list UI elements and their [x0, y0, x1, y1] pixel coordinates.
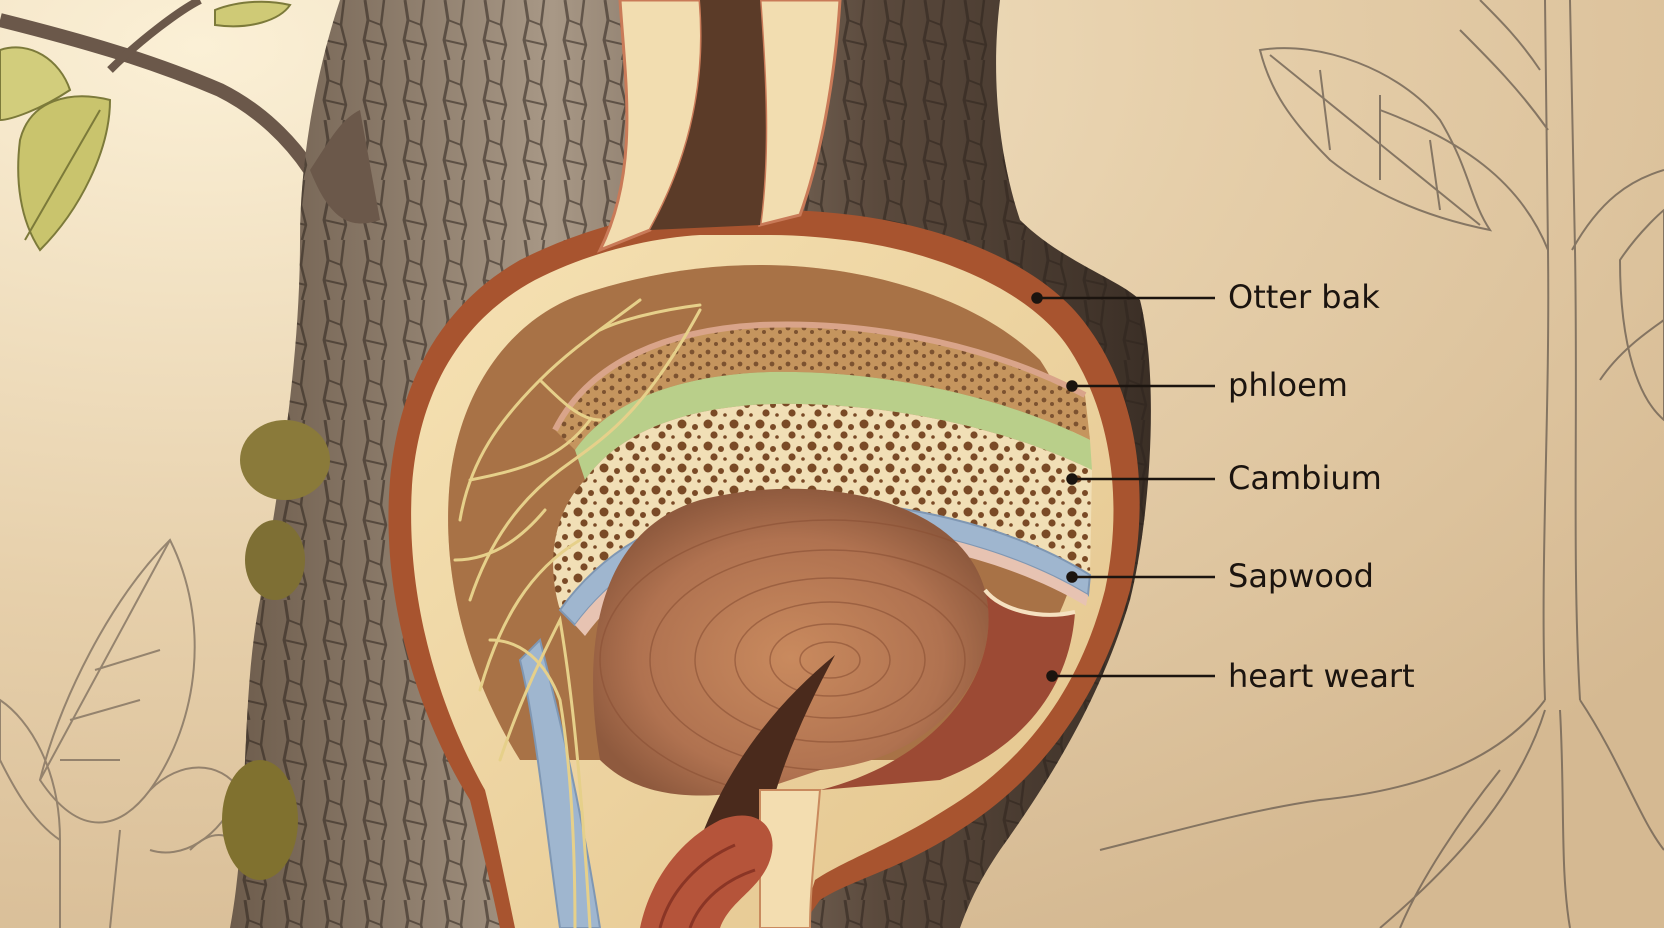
leader-lines	[1031, 292, 1215, 682]
root-fibers	[453, 298, 702, 928]
label-sapwood: Sapwood	[1228, 557, 1374, 595]
heartwood-core	[593, 488, 989, 796]
cambium-layer	[575, 371, 1092, 480]
label-cambium: Cambium	[1228, 459, 1382, 497]
label-outer-bark: Otter bak	[1228, 278, 1380, 316]
leader-dot-heartwood	[1046, 670, 1058, 682]
sketched-leaves-left	[0, 538, 242, 928]
leader-dot-cambium	[1066, 473, 1078, 485]
phloem-layer	[555, 324, 1090, 450]
sapwood-layer	[553, 403, 1092, 610]
label-heartwood: heart weart	[1228, 657, 1415, 695]
colored-leaves-top-left	[0, 0, 316, 252]
sketched-tree-right	[1099, 0, 1664, 928]
leader-dot-outer-bark	[1031, 292, 1043, 304]
leader-dot-phloem	[1066, 380, 1078, 392]
label-phloem: phloem	[1228, 366, 1348, 404]
leader-dot-sapwood	[1066, 571, 1078, 583]
cross-section	[388, 0, 1140, 928]
